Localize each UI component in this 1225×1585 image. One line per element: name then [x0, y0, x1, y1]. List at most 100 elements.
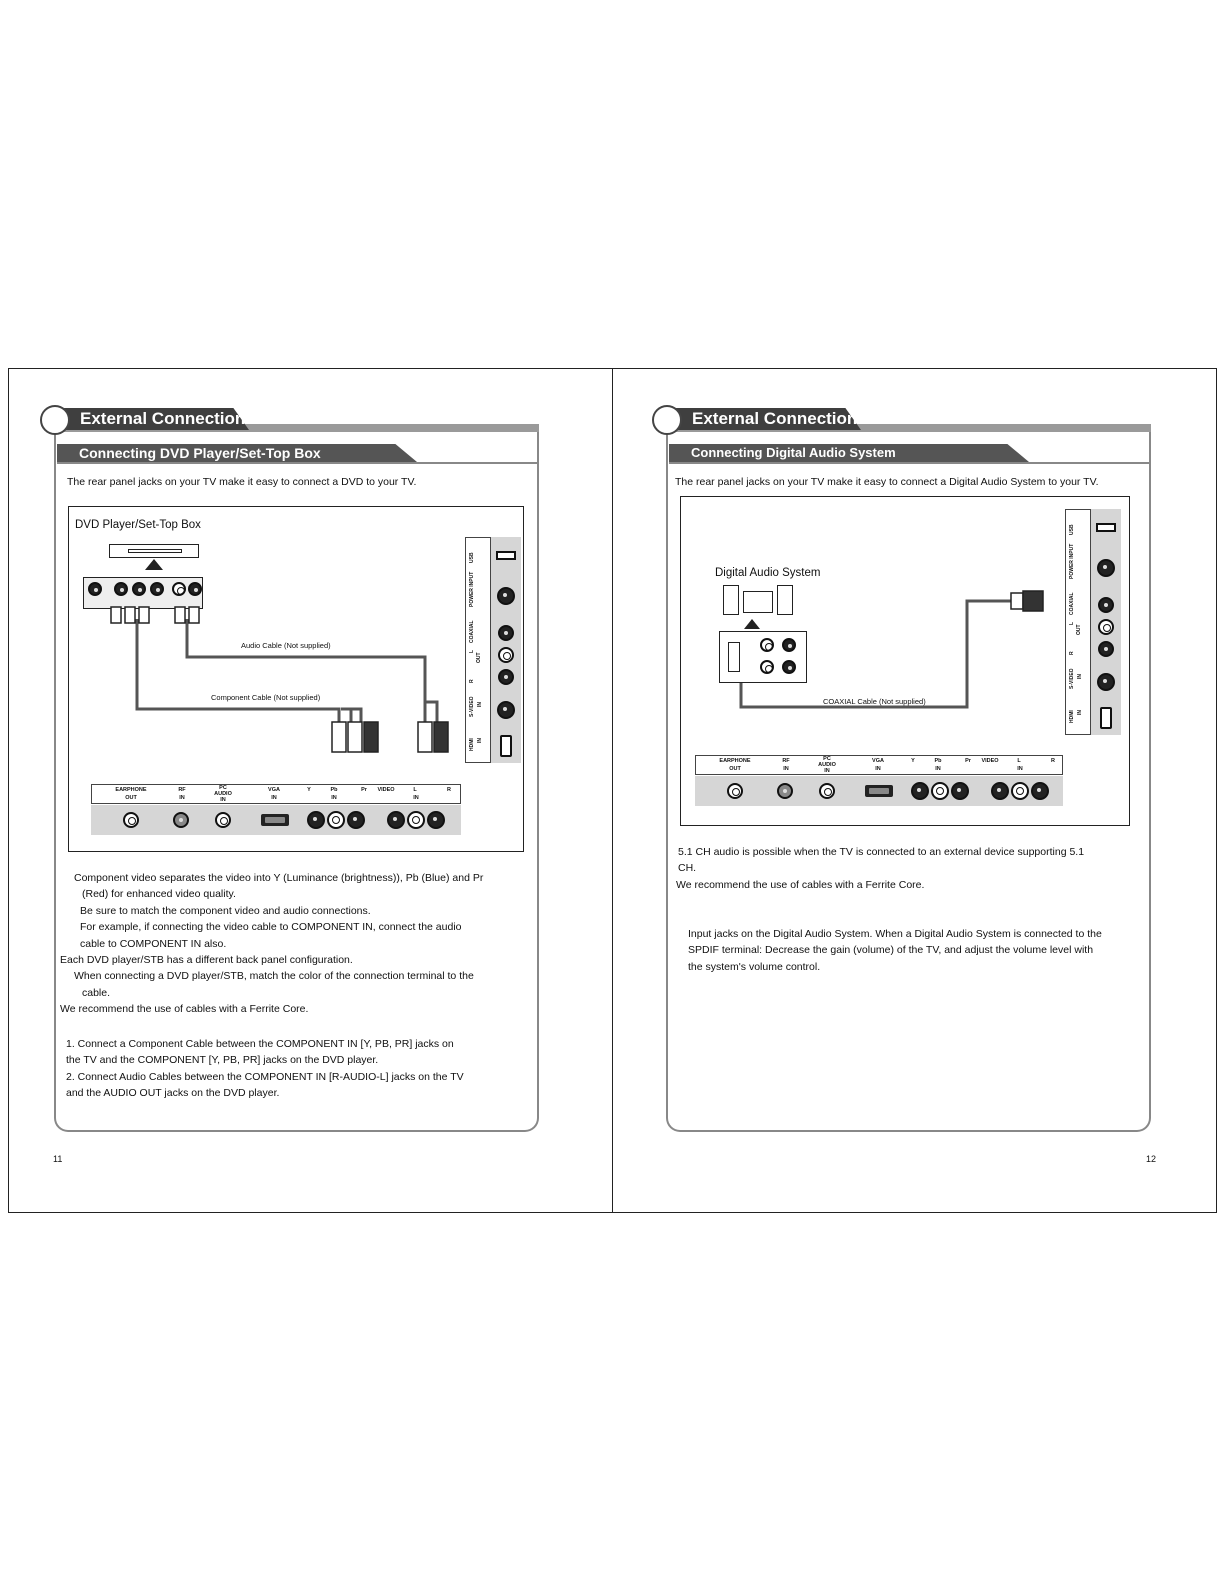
- bottom-port-bar: [695, 776, 1063, 806]
- svideo-jack: [1097, 673, 1115, 691]
- earphone-out-label: OUT: [729, 766, 741, 772]
- rf-label: RF: [178, 787, 186, 793]
- audio-cable-label: Audio Cable (Not supplied): [241, 641, 331, 650]
- notes-text: 5.1 CH audio is possible when the TV is …: [676, 844, 1084, 893]
- pc-audio-jack: [819, 783, 835, 799]
- rf-in-label: IN: [179, 795, 185, 801]
- cable-wires: [110, 606, 449, 753]
- usb-port-icon: [496, 551, 516, 560]
- intro-text: The rear panel jacks on your TV make it …: [675, 476, 1099, 488]
- page-divider: [612, 368, 613, 1213]
- vga-label: VGA: [268, 787, 280, 793]
- hdmi-port-icon: [500, 735, 512, 757]
- audio-l-jack: [407, 811, 425, 829]
- rf-label: RF: [782, 758, 790, 764]
- video-jack: [991, 782, 1009, 800]
- page-12: External Connection Connecting Digital A…: [612, 368, 1216, 1213]
- component-cable-label: Component Cable (Not supplied): [211, 693, 321, 702]
- hdmi-port-icon: [1100, 707, 1112, 729]
- pr-label: Pr: [965, 758, 971, 764]
- section-title: External Connection: [80, 409, 246, 428]
- pb-jack: [931, 782, 949, 800]
- side-port-panel: [491, 537, 521, 763]
- step-item: 2. Connect Audio Cables between the COMP…: [66, 1070, 464, 1083]
- svideo-in-label: IN: [1077, 674, 1083, 679]
- body-line: Component video separates the video into…: [74, 872, 484, 884]
- content-card: [666, 424, 1151, 1132]
- out-r-label: R: [1069, 651, 1075, 655]
- coaxial-jack: [1098, 597, 1114, 613]
- y-jack: [307, 811, 325, 829]
- coaxial-jack: [498, 625, 514, 641]
- earphone-label: EARPHONE: [115, 787, 147, 793]
- pb-label: Pb: [934, 758, 942, 764]
- note-line: CH.: [678, 862, 697, 875]
- page-number: 12: [1146, 1154, 1157, 1164]
- audio-l-jack: [1011, 782, 1029, 800]
- earphone-label: EARPHONE: [719, 758, 751, 764]
- paragraph-text: Input jacks on the Digital Audio System.…: [688, 926, 1102, 975]
- svideo-label: S-VIDEO: [1069, 668, 1075, 689]
- subheader-title: Connecting Digital Audio System: [691, 445, 896, 460]
- steps-list: 1. Connect a Component Cable between the…: [66, 1036, 464, 1102]
- video-jack: [387, 811, 405, 829]
- body-text: Component video separates the video into…: [60, 870, 484, 1018]
- rf-jack: [777, 783, 793, 799]
- audio-out-l-jack: [498, 647, 514, 663]
- bottom-port-bar: [91, 805, 461, 835]
- step-item: the TV and the COMPONENT [Y, PB, PR] jac…: [66, 1054, 379, 1067]
- pc-audio-in-label: IN: [220, 797, 226, 803]
- arrow-up-icon: [145, 559, 163, 570]
- side-port-panel: [1091, 509, 1121, 735]
- svideo-jack: [497, 701, 515, 719]
- content-card: [54, 424, 539, 1132]
- section-title: External Connection: [692, 409, 858, 428]
- body-line: Be sure to match the component video and…: [80, 904, 371, 917]
- coaxial-label: COAXIAL: [1069, 592, 1075, 616]
- audio-l-label: L: [413, 787, 417, 793]
- body-line: cable.: [82, 986, 111, 999]
- page-11: External Connection Connecting DVD Playe…: [8, 368, 612, 1213]
- body-line: For example, if connecting the video cab…: [80, 921, 462, 934]
- header-bar: [666, 408, 861, 430]
- out-label: OUT: [1076, 624, 1082, 635]
- paragraph-line: Input jacks on the Digital Audio System.…: [688, 928, 1102, 940]
- vga-in-label: IN: [875, 766, 881, 772]
- y-label: Y: [911, 758, 915, 764]
- pr-jack: [951, 782, 969, 800]
- paragraph-line: the system's volume control.: [688, 960, 821, 973]
- pc-audio-label: PC AUDIO: [818, 756, 836, 768]
- vga-port-icon: [865, 785, 893, 797]
- header-bar: [54, 408, 249, 430]
- vga-in-label: IN: [271, 795, 277, 801]
- pc-audio-in-label: IN: [824, 768, 830, 774]
- pr-jack: [347, 811, 365, 829]
- coaxial-cable-label: COAXIAL Cable (Not supplied): [823, 697, 926, 706]
- step-item: and the AUDIO OUT jacks on the DVD playe…: [66, 1087, 280, 1100]
- power-label: POWER INPUT: [1069, 543, 1075, 579]
- coaxial-wire: [739, 590, 1044, 709]
- digital-audio-diagram: Digital Audio System COAXIAL Cable (Not …: [680, 496, 1130, 826]
- audio-r-jack: [1031, 782, 1049, 800]
- header-circle-icon: [40, 405, 70, 435]
- page-number: 11: [53, 1154, 63, 1164]
- side-port-labels: [1065, 509, 1091, 735]
- av-in-label: IN: [1017, 766, 1023, 772]
- device-label: Digital Audio System: [715, 567, 821, 579]
- step-item: 1. Connect a Component Cable between the…: [66, 1038, 454, 1050]
- body-line: cable to COMPONENT IN also.: [80, 937, 227, 950]
- hdmi-in-label: IN: [1077, 710, 1083, 715]
- out-l-label: L: [1069, 621, 1075, 625]
- header-circle-icon: [652, 405, 682, 435]
- audio-out-r-jack: [1098, 641, 1114, 657]
- pc-audio-label: PC AUDIO: [214, 785, 232, 797]
- header-strip: [54, 424, 539, 432]
- video-label: VIDEO: [377, 787, 395, 793]
- hdmi-label: HDMI: [1069, 710, 1075, 723]
- y-jack: [911, 782, 929, 800]
- vga-port-icon: [261, 814, 289, 826]
- earphone-out-label: OUT: [125, 795, 137, 801]
- video-label: VIDEO: [981, 758, 999, 764]
- audio-r-label: R: [1051, 758, 1055, 764]
- subheader-rule: [57, 462, 537, 464]
